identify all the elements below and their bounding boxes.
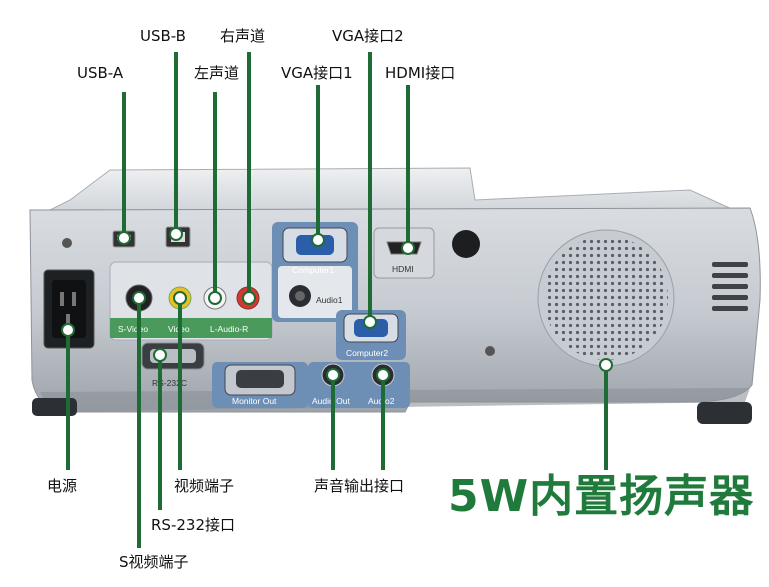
- panel-hdmi-text: HDMI: [392, 264, 414, 274]
- panel-laudior-text: L-Audio-R: [210, 324, 248, 334]
- label-left-audio: 左声道: [194, 64, 240, 82]
- label-usb-a: USB-A: [77, 64, 124, 82]
- label-vga2: VGA接口2: [332, 27, 404, 45]
- label-rs232: RS-232接口: [151, 516, 235, 534]
- label-usb-b: USB-B: [140, 27, 186, 45]
- side-vents: [712, 262, 748, 311]
- panel-audio1-text: Audio1: [316, 295, 343, 305]
- panel-svideo-text: S-Video: [118, 324, 148, 334]
- label-video-port: 视频端子: [174, 477, 235, 495]
- panel-computer1-text: Computer1: [292, 265, 334, 275]
- label-power: 电源: [47, 477, 78, 495]
- label-svideo: S视频端子: [119, 553, 189, 571]
- label-audio-out: 声音输出接口: [314, 477, 405, 495]
- label-speaker: 5W内置扬声器: [448, 471, 755, 522]
- foot-left: [32, 398, 77, 416]
- panel-monitorout-text: Monitor Out: [232, 396, 277, 406]
- panel-rs232c-text: RS-232C: [152, 378, 187, 388]
- label-right-audio: 右声道: [220, 27, 266, 45]
- leader-lines: [66, 52, 608, 548]
- label-vga1: VGA接口1: [281, 64, 353, 82]
- panel-computer2-text: Computer2: [346, 348, 388, 358]
- label-hdmi: HDMI接口: [385, 64, 456, 82]
- kensington-slot: [452, 230, 480, 258]
- foot-right: [697, 402, 752, 424]
